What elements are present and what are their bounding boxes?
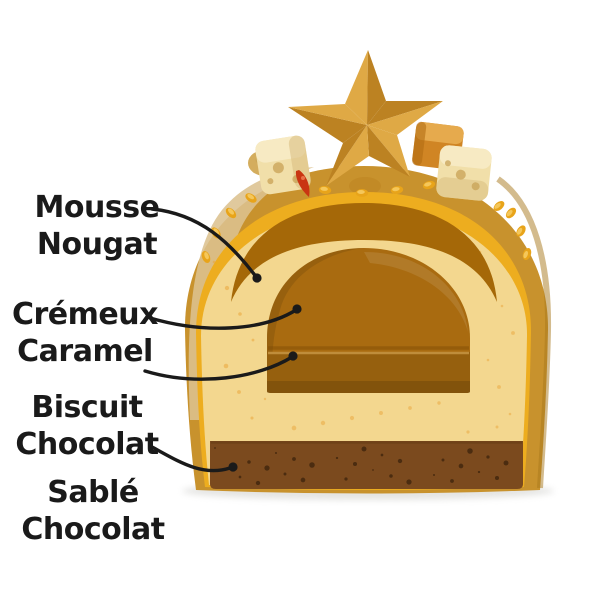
label-line: Biscuit bbox=[31, 390, 143, 425]
label-sable-chocolat: Sablé Chocolat bbox=[8, 474, 178, 548]
label-line: Chocolat bbox=[15, 427, 159, 462]
pointer-line-cremeux bbox=[148, 308, 298, 330]
glaze-crescent bbox=[231, 203, 497, 302]
chocolate-sable-base bbox=[210, 441, 523, 489]
gold-grain-dots bbox=[201, 180, 532, 263]
gold-grain-dot bbox=[522, 248, 532, 260]
pointer-dot-sable bbox=[228, 462, 238, 472]
gold-grain-dot bbox=[516, 225, 526, 237]
gold-grain-dot bbox=[390, 186, 404, 194]
cremeux-sheen bbox=[364, 252, 468, 332]
nougat-cube-right bbox=[436, 145, 492, 201]
gold-grain-dot bbox=[505, 207, 517, 219]
pointer-line-sable bbox=[150, 445, 232, 473]
glaze-left-beige-rim bbox=[188, 167, 314, 420]
gold-grain-dot bbox=[225, 207, 237, 219]
pointer-dot-biscuit bbox=[288, 351, 298, 361]
pointer-lines bbox=[143, 207, 302, 473]
gold-grain-dot bbox=[355, 189, 369, 197]
label-biscuit-chocolat: Biscuit Chocolat bbox=[2, 389, 172, 463]
glaze-right-shade bbox=[496, 176, 552, 489]
sable-speckles bbox=[214, 446, 509, 486]
label-line: Mousse bbox=[34, 190, 160, 225]
gold-grain-dot bbox=[318, 186, 332, 194]
label-mousse-nougat: Mousse Nougat bbox=[12, 189, 182, 263]
gold-grain-dot bbox=[422, 180, 436, 190]
pointer-dot-mousse bbox=[252, 273, 262, 283]
gold-grain-dot bbox=[201, 251, 211, 263]
pointer-line-mousse bbox=[150, 207, 259, 280]
star-decoration bbox=[288, 50, 443, 195]
pointer-line-biscuit bbox=[143, 355, 294, 381]
glaze-dollop bbox=[349, 177, 381, 195]
label-cremeux-caramel: Crémeux Caramel bbox=[0, 296, 170, 370]
pointer-dot-cremeux bbox=[292, 304, 302, 314]
gold-grain-dot bbox=[493, 201, 505, 211]
label-line: Caramel bbox=[17, 334, 153, 369]
mousse-speckles bbox=[212, 250, 515, 434]
nougat-cube-left bbox=[255, 135, 311, 195]
cremeux-shadow bbox=[267, 248, 364, 370]
label-line: Chocolat bbox=[21, 512, 165, 547]
label-line: Nougat bbox=[36, 227, 158, 262]
label-line: Sablé bbox=[47, 475, 139, 510]
label-line: Crémeux bbox=[12, 297, 158, 332]
chocolate-biscuit-band bbox=[267, 346, 470, 393]
gold-grain-dot bbox=[245, 193, 257, 203]
fruit-garnish-red bbox=[295, 170, 310, 197]
